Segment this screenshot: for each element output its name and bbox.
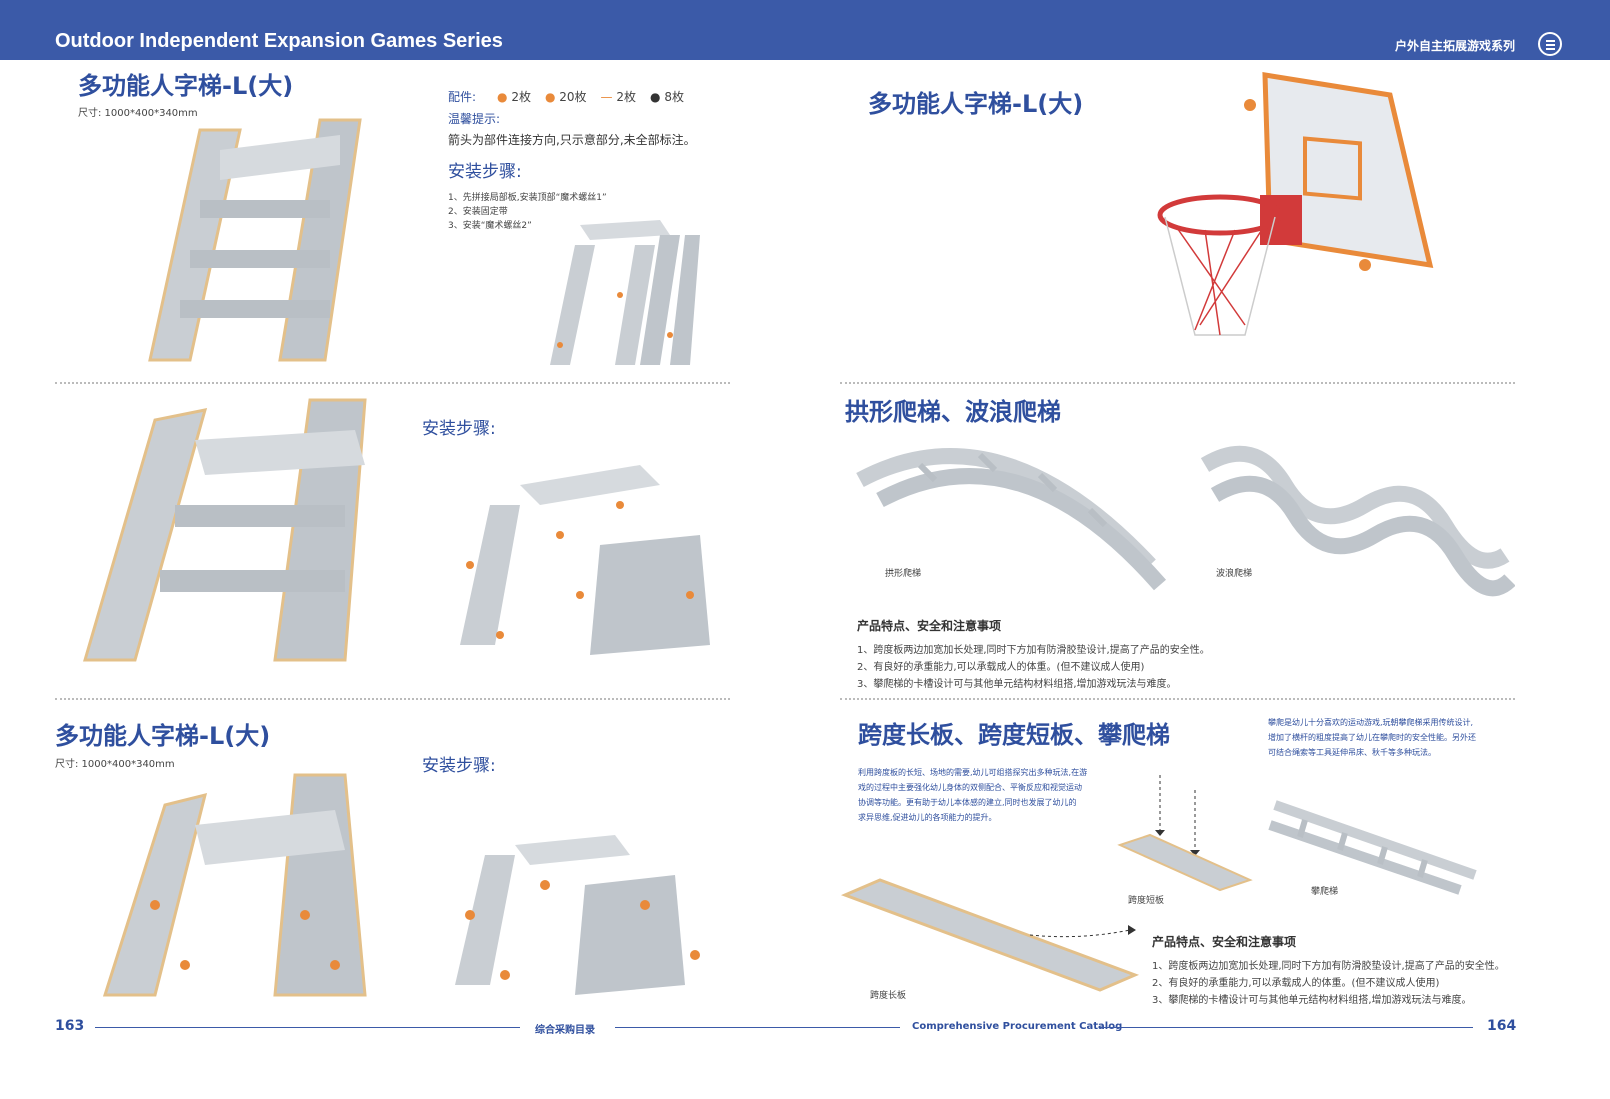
assembly-illustration-1: [550, 220, 700, 365]
r2-title: 拱形爬梯、波浪爬梯: [845, 398, 1061, 426]
footer-rule: [615, 1027, 900, 1028]
part-item: ● 8枚: [650, 90, 684, 104]
part-item: ● 20枚: [544, 90, 587, 104]
footer-rule: [1100, 1027, 1473, 1028]
footer-title-cn: 综合采购目录: [535, 1025, 595, 1036]
climb-ladder-illustration: [1268, 800, 1477, 895]
page-number-right: 164: [1487, 1018, 1517, 1034]
short-board-illustration: [1117, 775, 1253, 892]
desc-line: 协调等功能。更有助于幼儿本体感的建立,同时也发展了幼儿的: [858, 798, 1077, 807]
header-bar: Outdoor Independent Expansion Games Seri…: [0, 0, 1610, 60]
part-item: — 2枚: [600, 90, 637, 104]
divider: [55, 382, 730, 384]
r2-feature-title: 产品特点、安全和注意事项: [857, 619, 1002, 633]
s3-steps-title: 安装步骤:: [422, 756, 496, 776]
s1-steps: 1、先拼接局部板,安装顶部“魔术螺丝1” 2、安装固定带 3、安装“魔术螺丝2”: [448, 191, 607, 233]
feature-item: 3、攀爬梯的卡槽设计可与其他单元结构材料组搭,增加游戏玩法与难度。: [1152, 995, 1472, 1006]
menu-icon[interactable]: [1538, 32, 1562, 56]
s1-size: 尺寸: 1000*400*340mm: [78, 108, 198, 119]
s3-size: 尺寸: 1000*400*340mm: [55, 759, 175, 770]
page-number-left: 163: [55, 1018, 85, 1034]
feature-item: 3、攀爬梯的卡槽设计可与其他单元结构材料组搭,增加游戏玩法与难度。: [857, 679, 1177, 690]
step-item: 2、安装固定带: [448, 207, 508, 217]
feature-item: 2、有良好的承重能力,可以承载成人的体重。(但不建议成人使用): [1152, 978, 1440, 989]
r3-features: 1、跨度板两边加宽加长处理,同时下方加有防滑胶垫设计,提高了产品的安全性。 2、…: [1152, 958, 1505, 1009]
step-item: 1、先拼接局部板,安装顶部“魔术螺丝1”: [448, 193, 607, 203]
arch-ladder-illustration: [856, 448, 1167, 591]
assembly-illustration-3: [455, 835, 700, 995]
series-title-cn: 户外自主拓展游戏系列: [1394, 39, 1515, 53]
parts-label: 配件:: [448, 90, 477, 104]
basketball-hoop-illustration: [1157, 72, 1434, 336]
divider: [55, 698, 730, 700]
ladder-illustration-2: [83, 398, 367, 662]
arch-ladder-caption: 拱形爬梯: [885, 569, 922, 579]
r2-features: 1、跨度板两边加宽加长处理,同时下方加有防滑胶垫设计,提高了产品的安全性。 2、…: [857, 642, 1210, 693]
tip-label: 温馨提示:: [448, 112, 501, 126]
note-line: 增加了横杆的粗度提高了幼儿在攀爬时的安全性能。另外还: [1268, 733, 1476, 742]
footer-rule: [95, 1027, 520, 1028]
assembly-illustration-2: [460, 465, 710, 655]
desc-line: 求异思维,促进幼儿的各项能力的提升。: [858, 813, 997, 822]
r3-side-note: 攀爬是幼儿十分喜欢的运动游戏,玩朝攀爬梯采用传统设计, 增加了横杆的粗度提高了幼…: [1268, 715, 1476, 760]
wave-ladder-illustration: [1200, 445, 1515, 597]
s1-steps-title: 安装步骤:: [448, 162, 522, 182]
feature-item: 2、有良好的承重能力,可以承载成人的体重。(但不建议成人使用): [857, 662, 1145, 673]
desc-line: 戏的过程中主要强化幼儿身体的双侧配合、平衡反应和视觉运动: [858, 783, 1082, 792]
note-line: 可结合绳索等工具延伸吊床、秋千等多种玩法。: [1268, 748, 1436, 757]
footer-title-en: Comprehensive Procurement Catalog: [912, 1021, 1123, 1032]
parts-list: ● 2枚 ● 20枚 — 2枚 ● 8枚: [497, 88, 684, 105]
tip-text: 箭头为部件连接方向,只示意部分,未全部标注。: [448, 133, 696, 147]
divider: [840, 382, 1515, 384]
s1-title: 多功能人字梯-L(大): [78, 72, 294, 100]
r3-title: 跨度长板、跨度短板、攀爬梯: [858, 721, 1170, 749]
s2-steps-title: 安装步骤:: [422, 419, 496, 439]
desc-line: 利用跨度板的长短、场地的需要,幼儿可组搭探究出多种玩法,在游: [858, 768, 1088, 777]
feature-item: 1、跨度板两边加宽加长处理,同时下方加有防滑胶垫设计,提高了产品的安全性。: [857, 645, 1210, 656]
ladder-illustration-1: [148, 118, 362, 362]
part-item: ● 2枚: [497, 90, 531, 104]
ladder-illustration-3: [102, 773, 367, 997]
climb-ladder-caption: 攀爬梯: [1311, 887, 1339, 897]
r1-title: 多功能人字梯-L(大): [868, 90, 1084, 118]
r3-desc: 利用跨度板的长短、场地的需要,幼儿可组搭探究出多种玩法,在游 戏的过程中主要强化…: [858, 765, 1087, 825]
wave-ladder-caption: 波浪爬梯: [1216, 569, 1253, 579]
long-board-caption: 跨度长板: [870, 991, 907, 1001]
long-board-illustration: [840, 878, 1140, 992]
step-item: 3、安装“魔术螺丝2”: [448, 221, 532, 231]
series-title-en: Outdoor Independent Expansion Games Seri…: [55, 30, 503, 52]
note-line: 攀爬是幼儿十分喜欢的运动游戏,玩朝攀爬梯采用传统设计,: [1268, 718, 1474, 727]
short-board-caption: 跨度短板: [1128, 896, 1165, 906]
r3-feature-title: 产品特点、安全和注意事项: [1152, 935, 1297, 949]
divider: [840, 698, 1515, 700]
s3-title: 多功能人字梯-L(大): [55, 722, 271, 750]
feature-item: 1、跨度板两边加宽加长处理,同时下方加有防滑胶垫设计,提高了产品的安全性。: [1152, 961, 1505, 972]
